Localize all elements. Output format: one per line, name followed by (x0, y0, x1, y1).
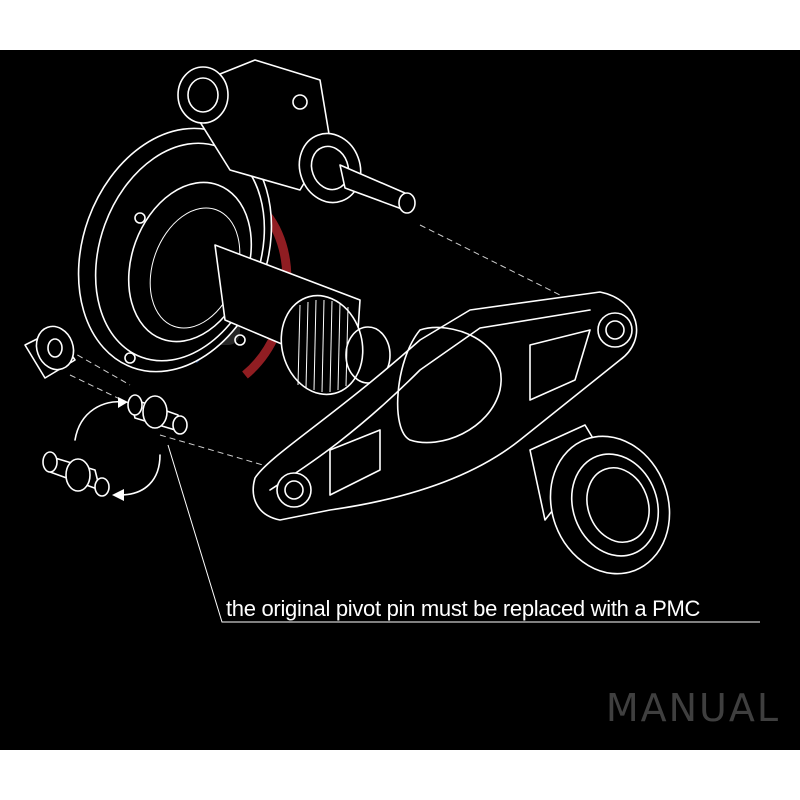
input-shaft (214, 244, 391, 396)
guide-pin (339, 164, 416, 214)
release-bearing (529, 424, 671, 575)
replacement-arrows (74, 397, 161, 501)
bushing (24, 325, 76, 379)
brand-label: MANUAL (605, 686, 780, 730)
release-fork (252, 291, 638, 521)
callout-leader-line (167, 444, 760, 623)
original-pivot-pin (42, 451, 110, 497)
pmc-pivot-pin (127, 394, 188, 435)
top-boss (177, 59, 362, 204)
callout-text: the original pivot pin must be replaced … (226, 596, 701, 621)
